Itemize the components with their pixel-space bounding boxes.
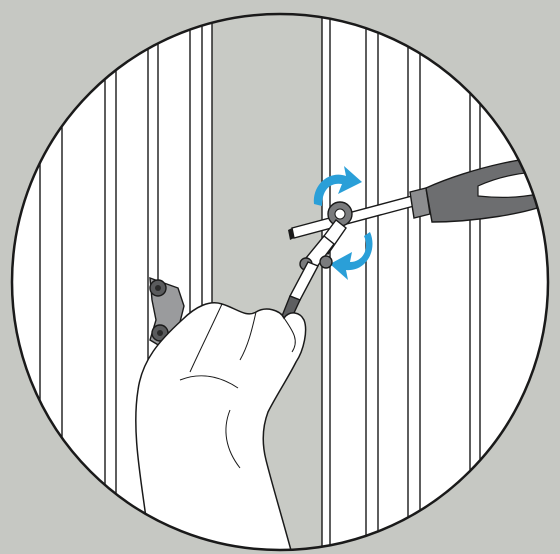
magnified-detail-circle: [0, 0, 560, 554]
instruction-illustration: [0, 0, 560, 554]
